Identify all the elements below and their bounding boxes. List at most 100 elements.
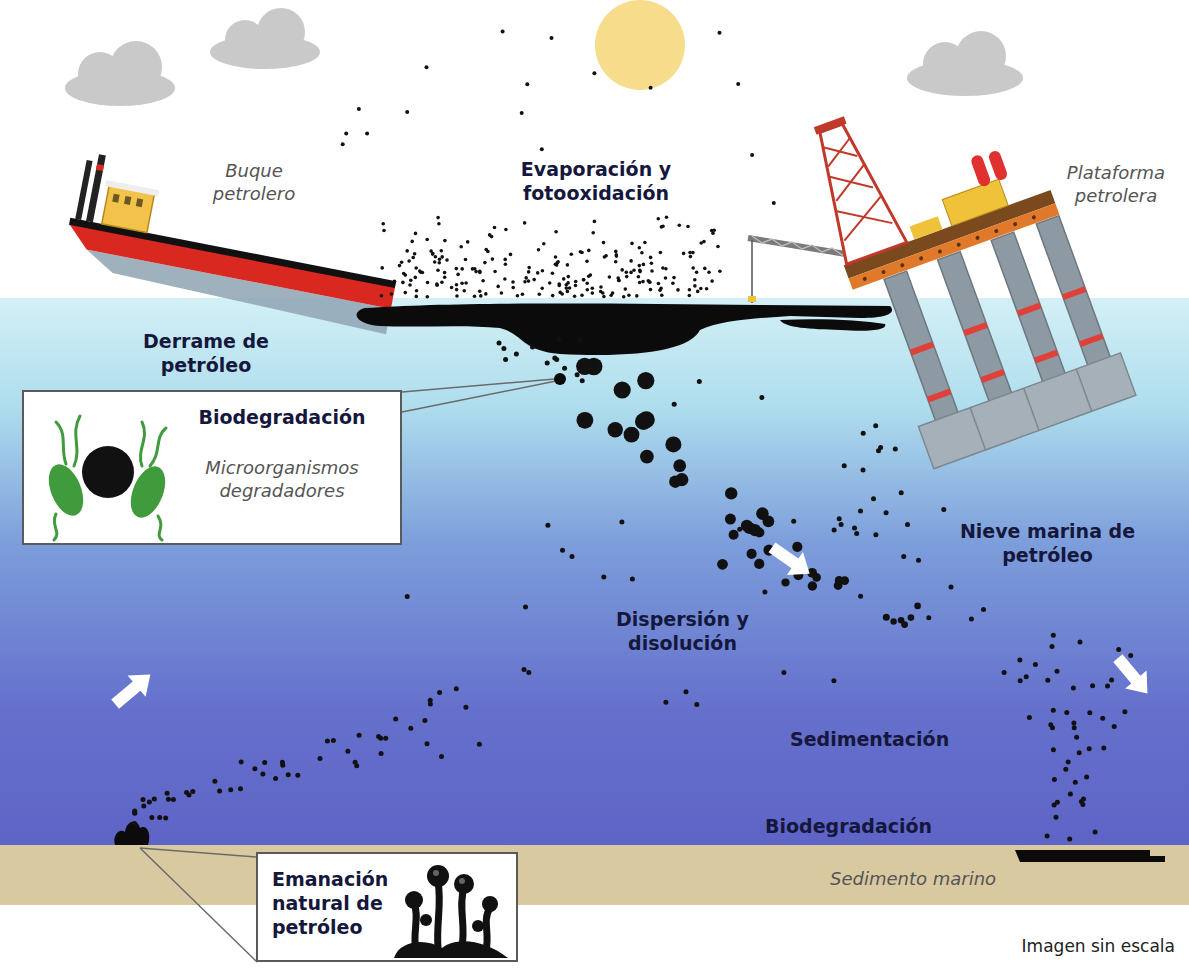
oil-particle [602, 295, 606, 299]
oil-particle [228, 787, 233, 792]
oil-particle [425, 741, 430, 746]
oil-particle [562, 277, 566, 281]
oil-particle [530, 345, 535, 350]
oil-particle [1122, 709, 1127, 714]
oil-particle [523, 221, 527, 225]
oil-particle [551, 294, 555, 298]
oil-particle [523, 280, 527, 284]
oil-particle [408, 726, 413, 731]
oil-particle [537, 248, 541, 252]
oil-particle [682, 252, 686, 256]
oil-particle [1128, 653, 1133, 658]
oil-particle [691, 251, 695, 255]
oil-particle [353, 760, 358, 765]
oil-particle [699, 241, 703, 245]
oil-particle [578, 337, 583, 342]
flow-arrows [1107, 649, 1158, 702]
oil-particle [635, 413, 652, 430]
inset-illustration [405, 891, 423, 909]
process-label: Evaporación y fotooxidación [478, 158, 714, 206]
oil-tanker [65, 224, 395, 309]
oil-particle [707, 270, 711, 274]
oil-particle [1027, 715, 1032, 720]
oil-particle [1093, 829, 1098, 834]
oil-particle [660, 293, 664, 297]
oil-particle [678, 223, 682, 227]
oil-particle [914, 603, 921, 610]
sediment-oil-layer [1015, 850, 1165, 862]
oil-particle [577, 412, 594, 429]
oil-particle [842, 463, 847, 468]
oil-particle [540, 287, 544, 291]
oil-particle [473, 295, 477, 299]
oil-particle [736, 82, 740, 86]
oil-particle [585, 260, 589, 264]
oil-particle [422, 718, 427, 723]
oil-particle [525, 82, 529, 86]
oil-particle [625, 430, 630, 435]
oil-particle [521, 293, 525, 297]
oil-particle [286, 772, 291, 777]
oil-particle [520, 111, 524, 115]
oil-particle [414, 276, 418, 280]
oil-particle [141, 804, 146, 809]
oil-particle [523, 605, 528, 610]
oil-particle [454, 686, 459, 691]
oil-particle [486, 250, 490, 254]
oil-particle [504, 262, 508, 266]
oil-platform [828, 164, 873, 201]
oil-particle [1112, 724, 1117, 729]
oil-particle [676, 288, 680, 292]
oil-particle [616, 276, 620, 280]
clouds [956, 31, 1006, 81]
oil-particle [1080, 802, 1085, 807]
oil-particle [171, 797, 176, 802]
inset-illustration [124, 461, 172, 522]
oil-platform [918, 353, 1135, 469]
oil-platform [980, 369, 1005, 383]
oil-particle [166, 797, 171, 802]
inset-illustration [486, 908, 490, 950]
oil-particle [650, 261, 654, 265]
oil-particle [747, 549, 757, 559]
oil-particle [630, 242, 634, 246]
oil-particle [331, 738, 336, 743]
oil-tanker [136, 198, 143, 207]
oil-particle [545, 361, 550, 366]
inset-illustration [420, 914, 432, 926]
inset-illustration [482, 896, 498, 912]
oil-particle [439, 754, 444, 759]
process-label: Nieve marina de petróleo [925, 520, 1170, 568]
oil-particle [694, 702, 699, 707]
oil-particle [491, 257, 495, 261]
oil-particle [390, 292, 394, 296]
oil-particle [568, 286, 572, 290]
oil-particle [509, 253, 513, 257]
oil-particle [574, 284, 578, 288]
oil-particle [541, 269, 545, 273]
oil-particle [664, 276, 668, 280]
oil-particle [614, 250, 618, 254]
inset-illustration [427, 865, 449, 887]
oil-particle [165, 791, 170, 796]
oil-particle [637, 372, 654, 389]
oil-particle [716, 245, 720, 249]
oil-particle [526, 670, 531, 675]
oil-particle [433, 260, 437, 264]
oil-particle [460, 267, 464, 271]
oil-particle [625, 271, 629, 275]
oil-particle [624, 427, 640, 443]
oil-particle [357, 107, 361, 111]
oil-particle [650, 269, 654, 273]
oil-particle [551, 272, 555, 276]
oil-particle [582, 278, 586, 282]
oil-platform [900, 263, 905, 268]
oil-particle [835, 576, 844, 585]
oil-particle [436, 269, 440, 273]
oil-particle [365, 132, 369, 136]
oil-particle [573, 295, 577, 299]
oil-particle [619, 520, 624, 525]
oil-platform [812, 134, 892, 241]
oil-particle [455, 294, 459, 298]
